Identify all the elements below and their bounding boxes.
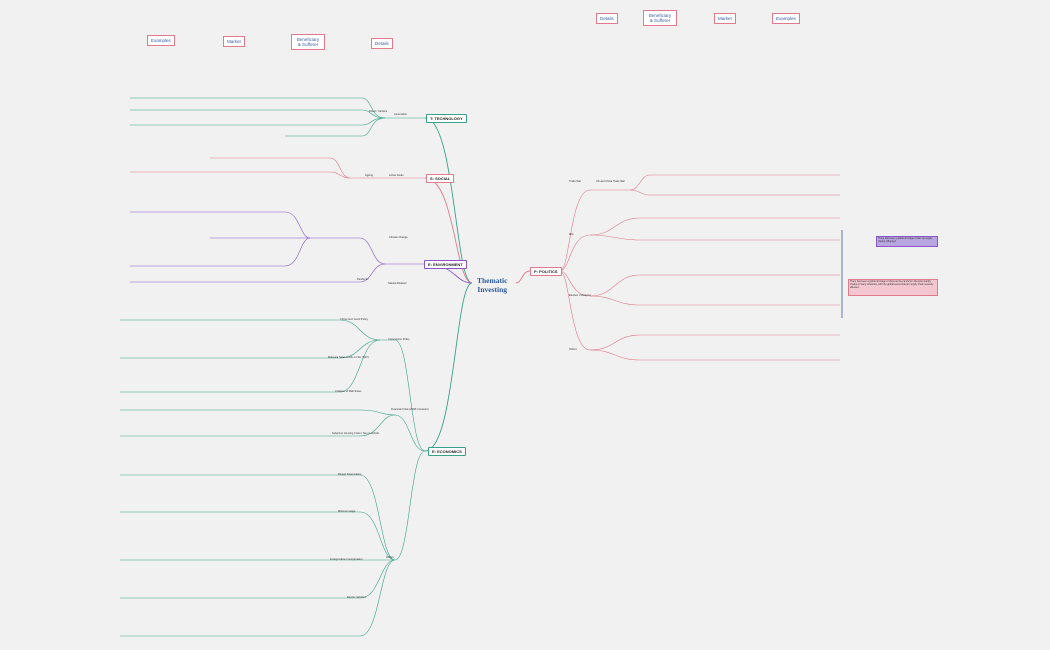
subtopic-loose[interactable]: Subprime Housing Crisis / Tax on vehicle — [332, 432, 380, 435]
column-header-examples: Examples — [147, 35, 175, 46]
subtopic-ringgit[interactable]: Ringgit Depreciation — [338, 473, 362, 476]
branch-politics[interactable]: P: POLITICS — [530, 267, 562, 276]
column-header-details-right: Details — [596, 13, 618, 24]
subtopic-foreign[interactable]: Foreign labour incorporation — [330, 558, 363, 561]
connector-politics — [515, 270, 531, 284]
subtopic-active-goal[interactable]: Active Goals — [389, 174, 404, 177]
column-header-beneficiary: Beneficiary & Sufferer — [291, 34, 325, 50]
subtopic-war[interactable]: War — [569, 233, 574, 236]
subtopic-disaster[interactable]: Natural Disaster — [388, 282, 407, 285]
branch-economics[interactable]: E: ECONOMICS — [428, 447, 466, 456]
subtopic-trade-war[interactable]: Trade War — [569, 180, 582, 183]
subtopic-financial[interactable]: Financial Crisis (2008 recession) — [391, 408, 429, 411]
subtopic-others[interactable]: Others — [386, 556, 394, 559]
central-topic[interactable]: Thematic Investing — [477, 276, 507, 294]
column-header-beneficiary-right: Beneficiary & Sufferer — [643, 10, 677, 26]
economics-lines — [120, 319, 426, 637]
column-header-examples-right: Examples — [772, 13, 800, 24]
connector-economics — [424, 282, 473, 452]
subtopic-election[interactable]: Election / Malaysia — [569, 294, 591, 297]
social-lines — [130, 157, 425, 179]
subtopic-minimum[interactable]: Minimum wage — [338, 510, 356, 513]
branch-environment[interactable]: E: ENVIRONMENT — [424, 260, 467, 269]
column-header-market: Market — [223, 36, 245, 47]
subtopic-covid[interactable]: Coronavirus Policy — [388, 338, 410, 341]
subtopic-ev[interactable]: Electric Vehicles — [347, 596, 366, 599]
subtopic-automation[interactable]: Automation — [394, 113, 408, 116]
subtopic-robot[interactable]: Robot / robotics — [369, 110, 388, 113]
column-header-details: Details — [371, 38, 393, 49]
subtopic-us-china[interactable]: US and China Trade War — [596, 180, 625, 183]
column-header-market-right: Market — [714, 13, 736, 24]
subtopic-pandemic[interactable]: Pandemic — [357, 278, 369, 281]
branch-social[interactable]: S: SOCIAL — [426, 174, 455, 183]
subtopic-collapse[interactable]: Collapse of Wall Street — [335, 390, 362, 393]
technology-lines — [130, 97, 425, 137]
highlight-note-purple: There has been a global shortage of cars… — [876, 236, 938, 247]
environment-lines — [130, 211, 425, 283]
central-topic-line-2: Investing — [477, 285, 507, 294]
branch-technology[interactable]: T: TECHNOLOGY — [426, 114, 467, 123]
connector-technology — [424, 117, 473, 284]
subtopic-nickel[interactable]: Malaysia Sales & Adv on Tax (SST) — [328, 356, 369, 359]
highlight-note-pink: There has been a global shortage of chip… — [848, 279, 938, 296]
central-topic-line-1: Thematic — [477, 276, 508, 285]
politics-lines — [559, 174, 840, 361]
subtopic-climate[interactable]: Climate Change — [389, 236, 408, 239]
subtopic-china-govt[interactable]: China Govt Covid Policy — [340, 318, 368, 321]
subtopic-others-right[interactable]: Others — [569, 348, 577, 351]
subtopic-aging[interactable]: Ageing — [365, 174, 374, 177]
